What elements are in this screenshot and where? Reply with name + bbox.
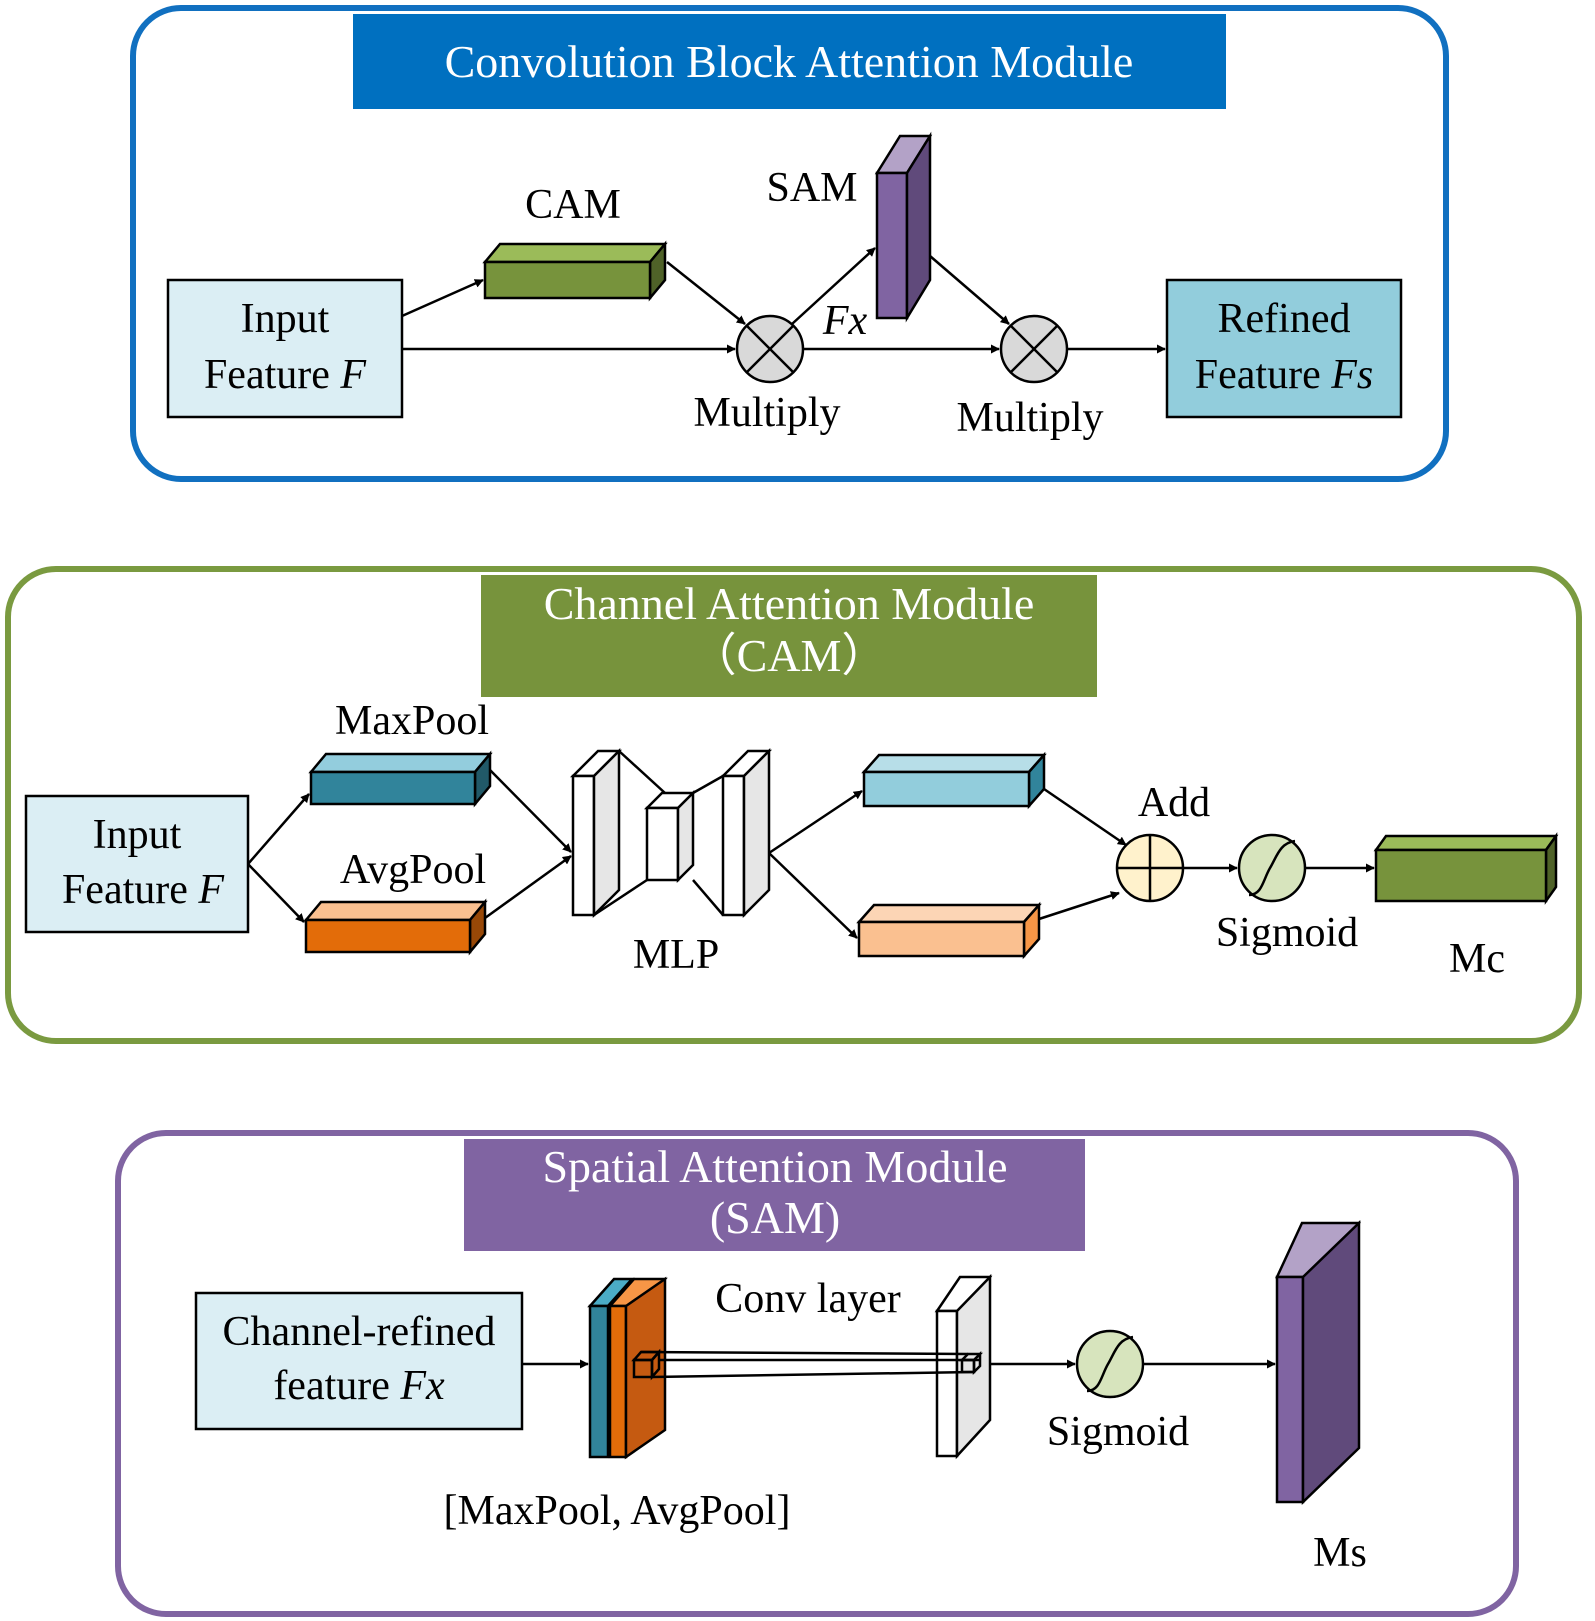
cam-mlp-label: MLP xyxy=(633,932,719,978)
cam-maxpool-label: MaxPool xyxy=(335,698,489,744)
cam-panel-border xyxy=(5,566,1582,1044)
edge-cam-input-to-avgpool xyxy=(247,863,305,923)
sam-panel-border xyxy=(115,1130,1519,1617)
cbam-title: Convolution Block Attention Module xyxy=(445,36,1134,87)
cbam-output-line2: Feature Fs xyxy=(1195,352,1373,398)
edge-sam-to-multiply2 xyxy=(929,255,1010,325)
sigmoid-icon xyxy=(1075,1329,1145,1399)
edge-cam-to-multiply1 xyxy=(666,261,746,325)
cam-title-line1: Channel Attention Module xyxy=(544,578,1035,629)
cbam-multiply2-label: Multiply xyxy=(956,395,1103,441)
cbam-fx-label: Fx xyxy=(822,298,868,344)
sam-input-line1: Channel-refined xyxy=(223,1309,496,1355)
sam-ms-block xyxy=(1275,1220,1361,1505)
edge-avgpool-to-mlp xyxy=(484,854,572,920)
cam-input-line1: Input xyxy=(93,812,182,858)
cam-mlp-out-top-block xyxy=(861,751,1047,810)
cam-avgpool-label: AvgPool xyxy=(340,847,486,893)
cbam-panel: Convolution Block Attention Module Input… xyxy=(130,5,1449,482)
cam-sigmoid-label: Sigmoid xyxy=(1216,910,1358,956)
edge-mlp-to-bottom xyxy=(768,852,858,939)
sam-title-line1: Spatial Attention Module xyxy=(542,1141,1007,1192)
sam-input-line2: feature Fx xyxy=(273,1363,445,1409)
sam-title-line2: (SAM) xyxy=(710,1192,840,1243)
sam-output-label: Ms xyxy=(1313,1530,1367,1576)
cam-mlp-out-bottom-block xyxy=(856,901,1042,960)
cbam-output-box xyxy=(1165,278,1403,419)
edge-cam-input-to-maxpool xyxy=(247,793,310,865)
cam-input-line2: Feature F xyxy=(62,867,224,913)
sam-projection-line xyxy=(640,1350,969,1356)
cbam-input-line1: Input xyxy=(241,296,330,342)
sam-pool-stack xyxy=(587,1276,668,1460)
edge-bottom-to-add xyxy=(1038,891,1120,921)
sam-conv-layer xyxy=(934,1273,993,1460)
cbam-panel-border xyxy=(130,5,1449,482)
edge-mlp-to-top xyxy=(768,789,863,855)
cbam-multiply1-label: Multiply xyxy=(693,390,840,436)
cbam-title-bar xyxy=(353,14,1226,109)
sam-panel: Spatial Attention Module (SAM) Channel-r… xyxy=(115,1130,1519,1617)
cam-add-label: Add xyxy=(1138,780,1210,826)
sam-title-bar xyxy=(464,1139,1085,1251)
sam-projection-line xyxy=(651,1370,975,1379)
multiply-icon xyxy=(999,314,1069,384)
cam-title-bar xyxy=(481,575,1097,697)
add-icon xyxy=(1115,833,1185,903)
cam-title-line2: （CAM） xyxy=(691,630,888,681)
cbam-cam-block xyxy=(482,240,668,302)
cam-mc-block xyxy=(1373,832,1559,905)
cam-input-box xyxy=(24,794,250,934)
cam-mlp-block xyxy=(569,747,773,919)
multiply-icon xyxy=(735,314,805,384)
cbam-output-line1: Refined xyxy=(1218,296,1351,342)
sam-conv-label: Conv layer xyxy=(715,1276,900,1322)
sigmoid-icon xyxy=(1237,833,1307,903)
cbam-input-line2: Feature F xyxy=(204,352,366,398)
sam-pool-label: [MaxPool, AvgPool] xyxy=(444,1488,791,1534)
cam-maxpool-block xyxy=(308,750,493,808)
edge-maxpool-to-mlp xyxy=(489,769,572,853)
sam-sigmoid-label: Sigmoid xyxy=(1047,1409,1189,1455)
cbam-sam-label: SAM xyxy=(766,165,857,211)
cam-avgpool-block xyxy=(303,898,488,956)
cam-output-label: Mc xyxy=(1449,936,1505,982)
cbam-input-box xyxy=(166,278,404,419)
edge-input-to-cam xyxy=(401,278,484,318)
cbam-cam-label: CAM xyxy=(525,182,621,228)
sam-input-box xyxy=(194,1291,524,1431)
cbam-sam-block xyxy=(874,131,933,323)
edge-top-to-add xyxy=(1043,787,1127,847)
cam-panel: Channel Attention Module （CAM） Input Fea… xyxy=(5,566,1582,1044)
edge-multiply1-to-sam xyxy=(791,247,876,325)
